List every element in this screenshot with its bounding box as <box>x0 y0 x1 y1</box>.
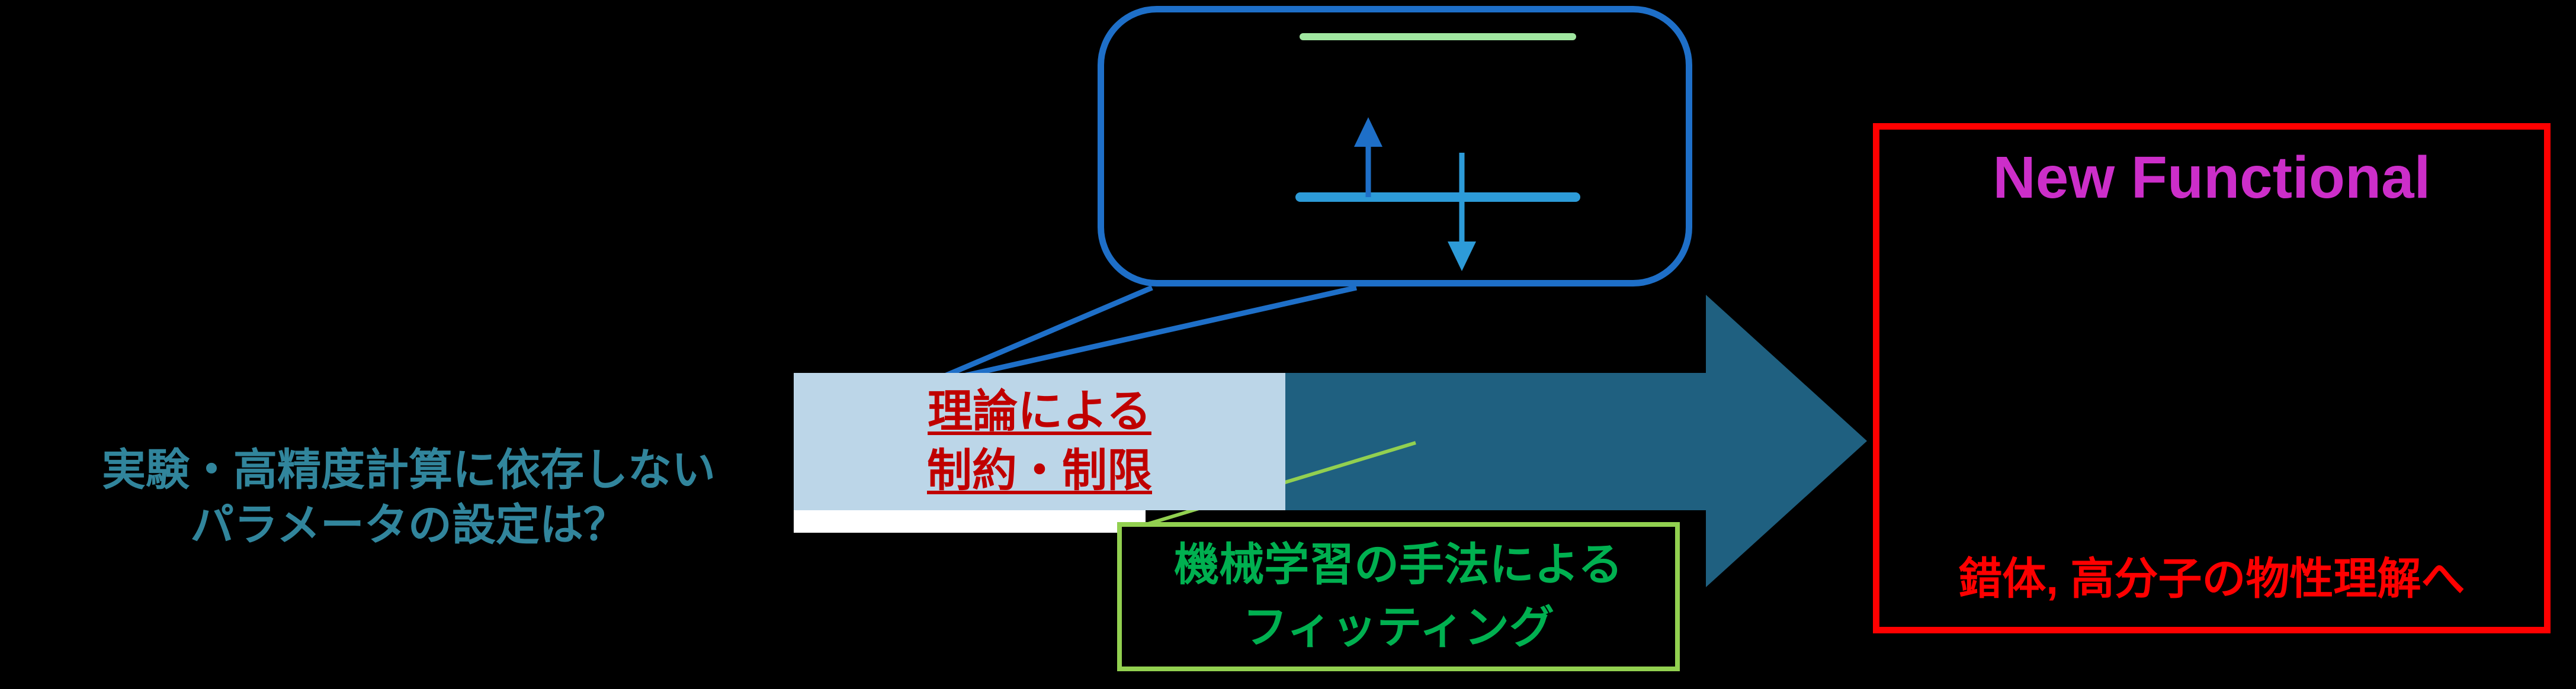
new-functional-title: New Functional <box>1993 144 2431 211</box>
left-question-text: 実験・高精度計算に依存しない パラメータの設定は？ <box>24 443 794 552</box>
spin-down-arrow-icon <box>1448 153 1476 271</box>
ml-fitting-line1: 機械学習の手法による <box>1174 539 1623 590</box>
ml-fitting-line2: フィッティング <box>1243 603 1554 653</box>
new-functional-box: New Functional 錯体, 高分子の物性理解へ <box>1873 123 2551 633</box>
callout-tail-right-line <box>923 285 1357 388</box>
theory-constraint-line1: 理論による <box>928 386 1151 437</box>
spin-up-arrow-icon <box>1354 117 1382 197</box>
left-question-line2: パラメータの設定は？ <box>190 500 627 549</box>
white-strip <box>794 510 1146 533</box>
theory-constraint-box: 理論による 制約・制限 <box>794 373 1285 510</box>
energy-level-callout-box <box>1098 6 1692 286</box>
callout-tail-left-line <box>923 285 1153 388</box>
left-question-line1: 実験・高精度計算に依存しない <box>102 445 716 494</box>
theory-constraint-line2: 制約・制限 <box>927 446 1152 496</box>
ml-fitting-box: 機械学習の手法による フィッティング <box>1117 522 1680 671</box>
process-arrow <box>794 295 1867 587</box>
new-functional-footer: 錯体, 高分子の物性理解へ <box>1958 554 2465 603</box>
